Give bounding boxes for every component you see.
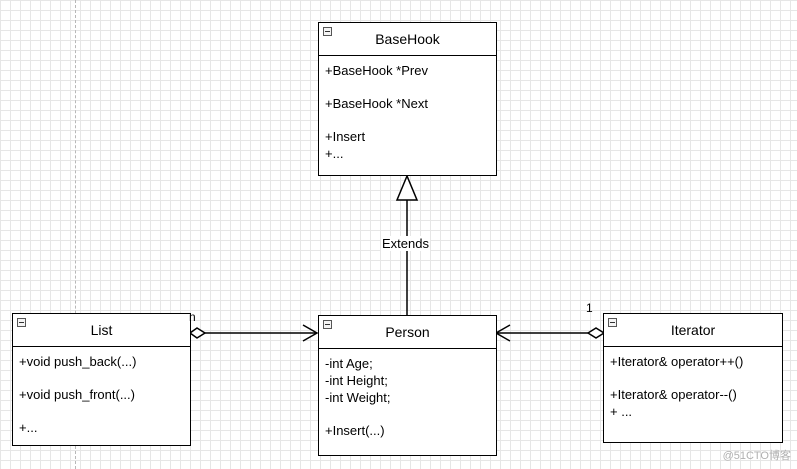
member-prev: +BaseHook *Prev — [325, 63, 428, 78]
collapse-icon[interactable] — [608, 318, 617, 327]
page-boundary-line — [75, 0, 76, 469]
iterator-multiplicity-label: 1 — [586, 301, 593, 315]
iterator-aggregation-diamond — [586, 327, 606, 339]
class-basehook-members: +BaseHook *Prev +BaseHook *Next +Insert … — [319, 56, 496, 162]
member-ellipsis: + ... — [610, 404, 633, 419]
collapse-icon[interactable] — [17, 318, 26, 327]
class-list[interactable]: List +void push_back(...) +void push_fro… — [12, 313, 191, 446]
class-iterator-name: Iterator — [670, 322, 716, 338]
class-basehook[interactable]: BaseHook +BaseHook *Prev +BaseHook *Next… — [318, 22, 497, 176]
class-basehook-header[interactable]: BaseHook — [319, 23, 496, 56]
member-insert: +Insert(...) — [325, 423, 385, 438]
class-iterator-members: +Iterator& operator++() +Iterator& opera… — [604, 347, 782, 420]
class-person-header[interactable]: Person — [319, 316, 496, 349]
generalization-arrowhead — [395, 174, 419, 201]
list-aggregation-diamond — [188, 327, 207, 339]
member-height: -int Height; — [325, 373, 388, 388]
watermark: @51CTO博客 — [722, 450, 791, 462]
member-insert: +Insert — [325, 129, 366, 144]
member-ellipsis: +... — [19, 420, 38, 435]
member-operator-increment: +Iterator& operator++() — [610, 354, 744, 369]
member-push-back: +void push_back(...) — [19, 354, 137, 369]
class-iterator-header[interactable]: Iterator — [604, 314, 782, 347]
extends-label: Extends — [381, 236, 430, 251]
class-list-members: +void push_back(...) +void push_front(..… — [13, 347, 190, 436]
list-multiplicity-label: n — [189, 310, 196, 324]
class-list-name: List — [90, 322, 113, 338]
member-next: +BaseHook *Next — [325, 96, 428, 111]
member-operator-decrement: +Iterator& operator--() — [610, 387, 737, 402]
class-basehook-name: BaseHook — [375, 31, 440, 47]
member-weight: -int Weight; — [325, 390, 391, 405]
class-iterator[interactable]: Iterator +Iterator& operator++() +Iterat… — [603, 313, 783, 443]
member-age: -int Age; — [325, 356, 373, 371]
class-person[interactable]: Person -int Age; -int Height; -int Weigh… — [318, 315, 497, 456]
collapse-icon[interactable] — [323, 27, 332, 36]
class-person-members: -int Age; -int Height; -int Weight; +Ins… — [319, 349, 496, 439]
class-person-name: Person — [385, 324, 430, 340]
collapse-icon[interactable] — [323, 320, 332, 329]
member-ellipsis: +... — [325, 146, 344, 161]
person-open-arrowhead-left — [302, 324, 319, 342]
class-list-header[interactable]: List — [13, 314, 190, 347]
member-push-front: +void push_front(...) — [19, 387, 135, 402]
